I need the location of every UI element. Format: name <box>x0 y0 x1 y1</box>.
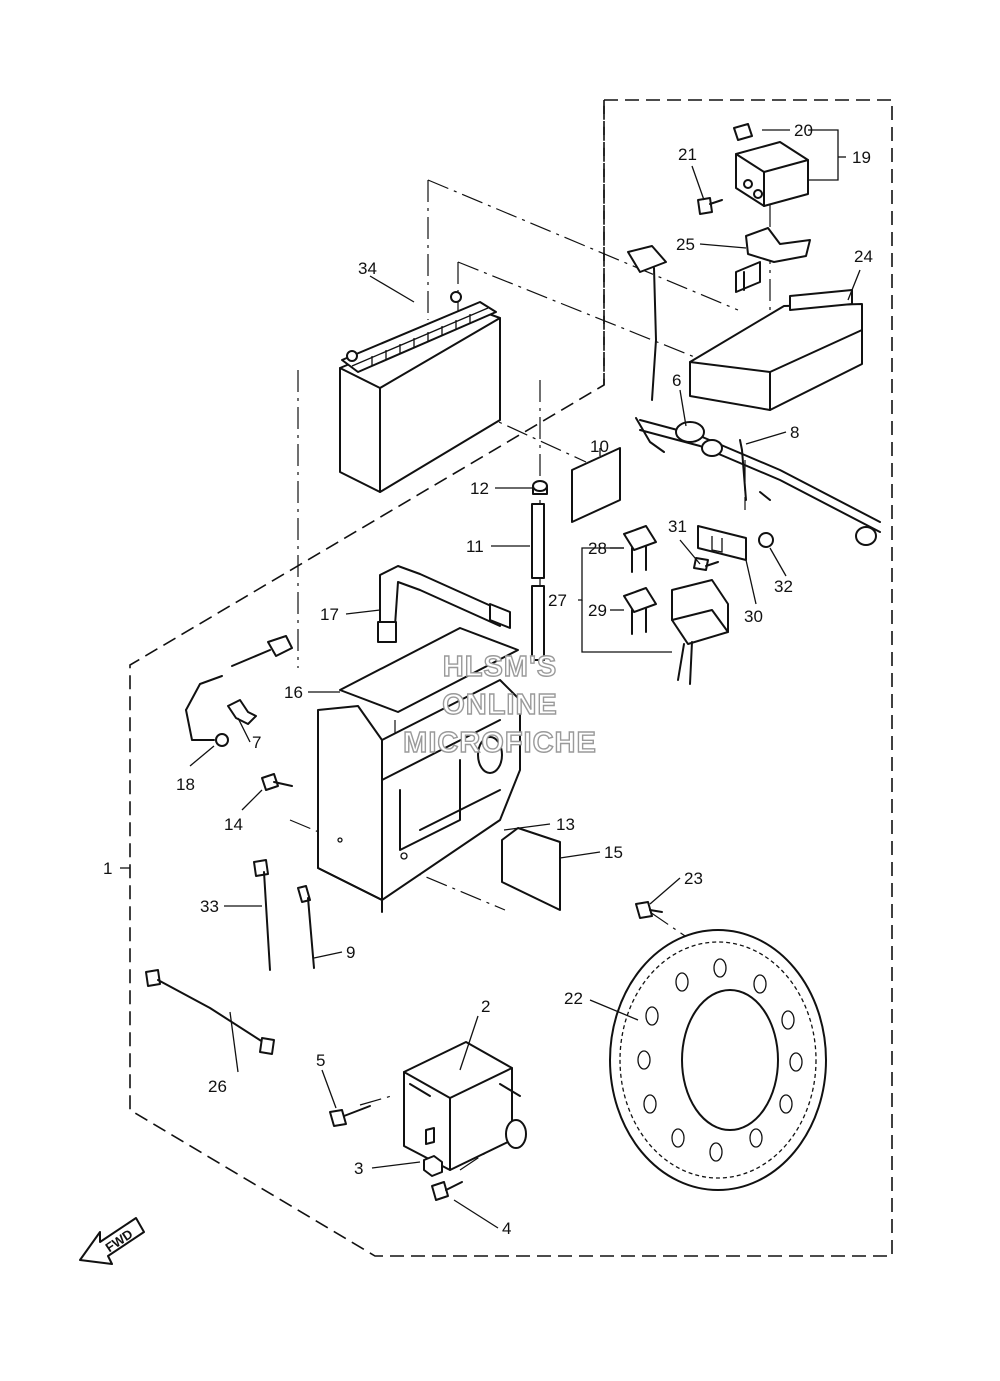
bracket-25[interactable] <box>745 227 811 263</box>
watermark-line-1: HLSM'S <box>443 651 557 683</box>
callout-30: 30 <box>744 607 763 626</box>
callout-9: 9 <box>346 943 355 962</box>
screw-21[interactable] <box>697 197 723 215</box>
callout-3: 3 <box>354 1159 363 1178</box>
callout-14: 14 <box>224 815 243 834</box>
callout-2: 2 <box>481 997 490 1016</box>
battery-box[interactable] <box>317 679 521 913</box>
battery-sheet-16 <box>339 627 519 713</box>
assembly-boundary <box>129 99 893 1257</box>
leader-lines <box>120 129 861 1229</box>
callout-8: 8 <box>790 423 799 442</box>
lead-26[interactable] <box>145 969 275 1055</box>
bolt-14[interactable] <box>261 773 293 791</box>
relay-19[interactable] <box>735 141 809 207</box>
battery[interactable] <box>339 291 501 493</box>
relay-cover-24[interactable] <box>689 261 863 411</box>
callout-22: 22 <box>564 989 583 1008</box>
callout-21: 21 <box>678 145 697 164</box>
assembly-lines <box>289 179 771 1171</box>
callout-6: 6 <box>672 371 681 390</box>
callout-25: 25 <box>676 235 695 254</box>
fuse-holder-27[interactable] <box>671 579 729 685</box>
clip-7[interactable] <box>227 699 257 725</box>
callout-13: 13 <box>556 815 575 834</box>
callout-17: 17 <box>320 605 339 624</box>
callout-24: 24 <box>854 247 873 266</box>
callout-26: 26 <box>208 1077 227 1096</box>
callout-34: 34 <box>358 259 377 278</box>
bracket-30[interactable] <box>697 525 747 561</box>
band-9[interactable] <box>297 885 315 969</box>
nut-32[interactable] <box>758 532 774 548</box>
bolt-5[interactable] <box>329 1105 371 1127</box>
sheet-10 <box>571 447 621 523</box>
screw-31[interactable] <box>693 557 719 571</box>
nut-3[interactable] <box>423 1155 443 1177</box>
battery-band[interactable] <box>377 565 511 643</box>
callout-15: 15 <box>604 843 623 862</box>
cover-sheet-15 <box>501 827 561 911</box>
watermark-line-3: MICROFICHE <box>403 727 597 759</box>
callout-20: 20 <box>794 121 813 140</box>
callout-4: 4 <box>502 1219 511 1238</box>
callout-1: 1 <box>103 859 112 878</box>
callout-33: 33 <box>200 897 219 916</box>
bolt-4[interactable] <box>431 1181 463 1201</box>
wire-harness-6[interactable] <box>635 417 881 546</box>
tie-8[interactable] <box>739 439 747 501</box>
bolt-23[interactable] <box>635 901 663 919</box>
watermark-line-2: ONLINE <box>442 689 558 721</box>
callout-28: 28 <box>588 539 607 558</box>
callout-11: 11 <box>466 537 484 556</box>
watermark: HLSM'S ONLINE MICROFICHE <box>402 650 597 759</box>
callout-7: 7 <box>252 733 261 752</box>
callout-12: 12 <box>470 479 489 498</box>
rotor-22[interactable] <box>609 929 827 1191</box>
connector-plug <box>627 245 667 401</box>
starter-motor[interactable] <box>403 1041 527 1171</box>
callout-5: 5 <box>316 1051 325 1070</box>
fwd-arrow-icon: FWD <box>79 1217 145 1265</box>
callout-10: 10 <box>590 437 609 456</box>
callout-32: 32 <box>774 577 793 596</box>
callout-29: 29 <box>588 601 607 620</box>
callout-18: 18 <box>176 775 195 794</box>
fuse-28[interactable] <box>623 525 657 573</box>
lead-wire-18[interactable] <box>185 635 293 747</box>
cap-20[interactable] <box>733 123 753 141</box>
callout-31: 31 <box>668 517 687 536</box>
callout-labels: 1 2 3 4 5 6 7 8 9 10 11 12 13 14 15 16 1… <box>103 121 873 1238</box>
breather-pipe[interactable] <box>531 480 548 661</box>
callout-23: 23 <box>684 869 703 888</box>
band-33[interactable] <box>253 859 271 971</box>
fuse-29[interactable] <box>623 587 657 635</box>
callout-16: 16 <box>284 683 303 702</box>
callout-19: 19 <box>852 148 871 167</box>
callout-27: 27 <box>548 591 567 610</box>
